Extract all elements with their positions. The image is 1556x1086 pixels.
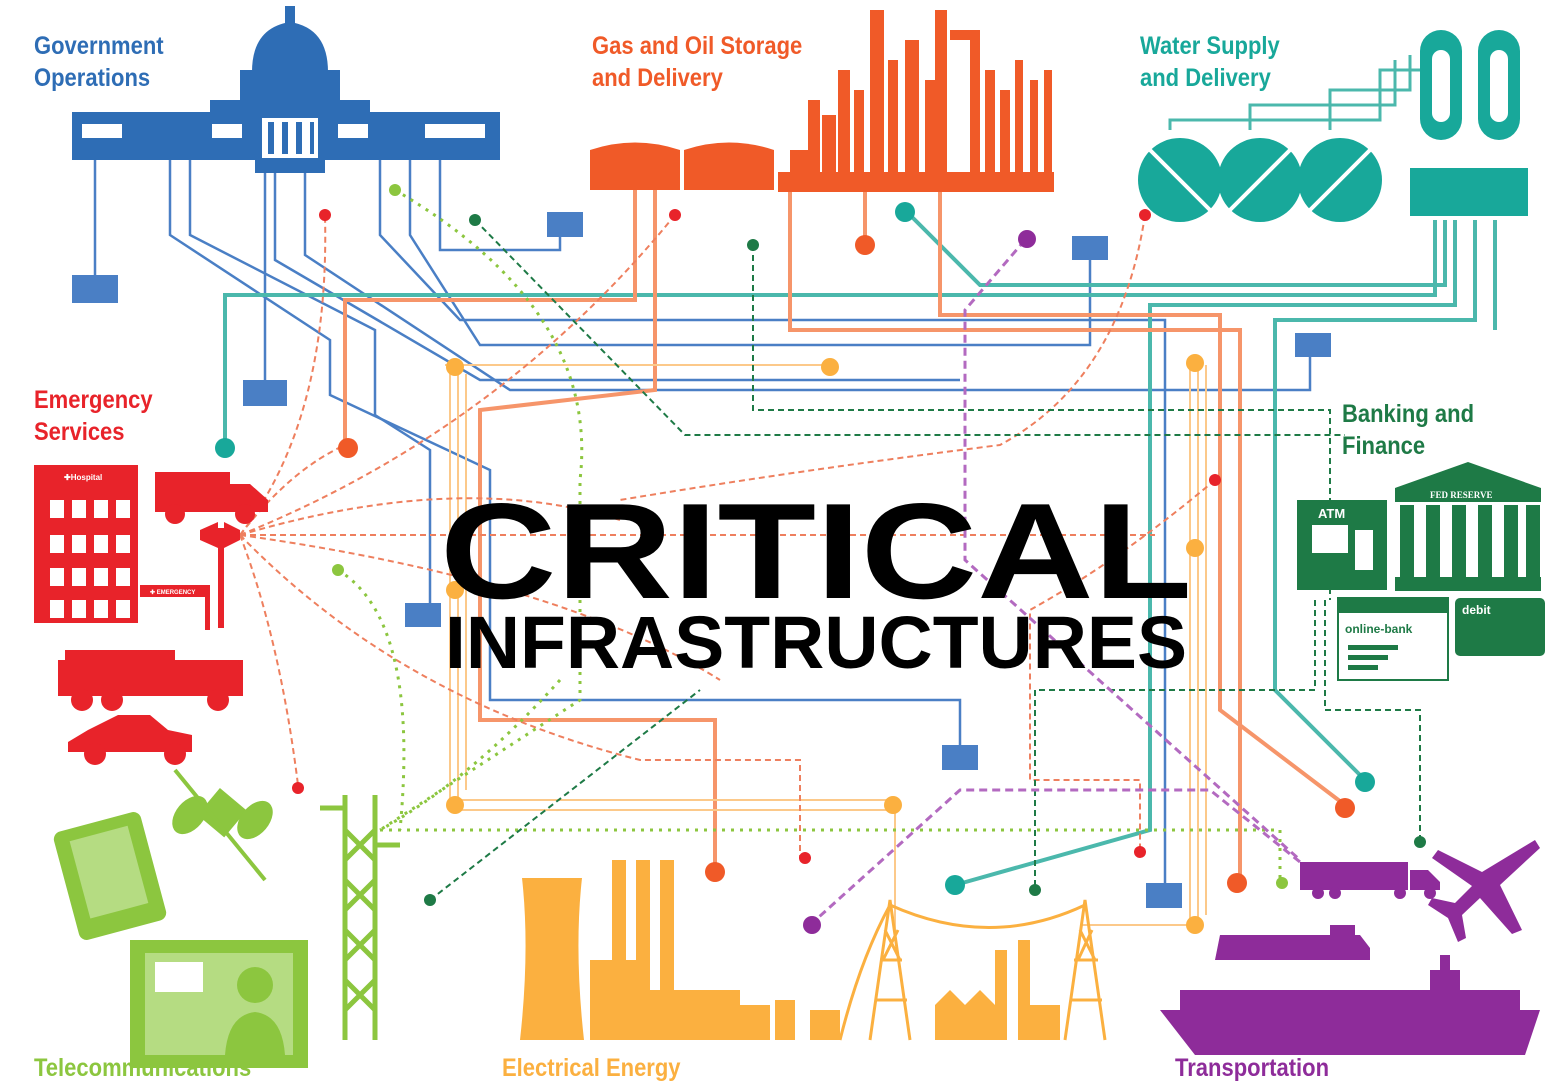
train-icon [1215, 925, 1370, 960]
label-line: Operations [34, 64, 151, 92]
endpoint-boxes [72, 212, 1331, 908]
telecom-icons [53, 768, 400, 1068]
page-title: CRITICAL INFRASTRUCTURES [440, 475, 1192, 684]
telecom-lines [337, 188, 1282, 880]
gas-lines [343, 190, 1347, 885]
cell-tower-icon [320, 795, 400, 1040]
tv-screen-icon [130, 940, 308, 1068]
emergency-sign-label: ✚ EMERGENCY [150, 589, 195, 596]
label-line: Banking and [1342, 400, 1475, 428]
refinery-icon [590, 10, 1054, 192]
label-line: Telecommunications [34, 1054, 252, 1082]
government-lines [93, 160, 1312, 885]
label-gas-oil: Gas and Oil Storage and Delivery [592, 30, 802, 94]
label-energy: Electrical Energy [502, 1052, 681, 1084]
label-line: Gas and Oil Storage [592, 32, 803, 60]
title-infrastructures: INFRASTRUCTURES [445, 601, 1187, 684]
water-plant-icon [1138, 30, 1528, 222]
factory-icon [590, 990, 740, 1040]
label-line: and Delivery [592, 64, 723, 92]
transport-lines [808, 239, 1311, 927]
power-plant-icons [520, 860, 1107, 1041]
label-line: and Delivery [1140, 64, 1271, 92]
label-line: Transportation [1175, 1054, 1330, 1082]
siren-icon [200, 522, 240, 628]
label-transport: Transportation [1175, 1052, 1329, 1084]
banking-lines [429, 219, 1421, 901]
label-government: Government Operations [34, 30, 164, 94]
endpoint-dots [215, 184, 1426, 934]
label-emergency: Emergency Services [34, 384, 153, 448]
label-line: Water Supply [1140, 32, 1280, 60]
label-telecom: Telecommunications [34, 1052, 251, 1084]
fed-reserve-label: FED RESERVE [1430, 490, 1492, 500]
hospital-label: ✚Hospital [64, 473, 102, 482]
online-bank-label: online-bank [1345, 622, 1413, 636]
debit-card-icon [1455, 598, 1545, 656]
atm-label: ATM [1318, 506, 1345, 521]
satellite-icon [172, 768, 273, 882]
fed-reserve-icon [1395, 462, 1541, 591]
label-line: Emergency [34, 386, 153, 414]
online-bank-icon [1337, 597, 1449, 681]
fire-truck-icon [58, 650, 243, 711]
ambulance-icon [155, 472, 268, 524]
water-lines [223, 208, 1497, 887]
emergency-icons [34, 465, 268, 765]
pylon-icons [838, 899, 1107, 1041]
debit-label: debit [1462, 603, 1491, 617]
label-line: Electrical Energy [502, 1054, 681, 1082]
label-banking: Banking and Finance [1342, 398, 1474, 462]
cooling-tower-icon [520, 878, 584, 1040]
label-line: Services [34, 418, 125, 446]
airplane-icon [1428, 840, 1540, 942]
capitol-icon [72, 6, 500, 173]
label-line: Government [34, 32, 164, 60]
label-water: Water Supply and Delivery [1140, 30, 1280, 94]
truck-icon [1300, 862, 1440, 899]
tablet-icon [53, 812, 167, 940]
emergency-lines [239, 214, 1216, 858]
banking-icons [1297, 462, 1545, 681]
police-car-icon [68, 715, 192, 765]
title-critical: CRITICAL [440, 475, 1192, 627]
label-line: Finance [1342, 432, 1426, 460]
ship-icon [1160, 955, 1540, 1055]
atm-icon [1297, 500, 1387, 590]
icon-labels: ✚Hospital ✚ EMERGENCY ATM FED RESERVE on… [64, 473, 1492, 636]
transport-icons [1160, 840, 1540, 1055]
